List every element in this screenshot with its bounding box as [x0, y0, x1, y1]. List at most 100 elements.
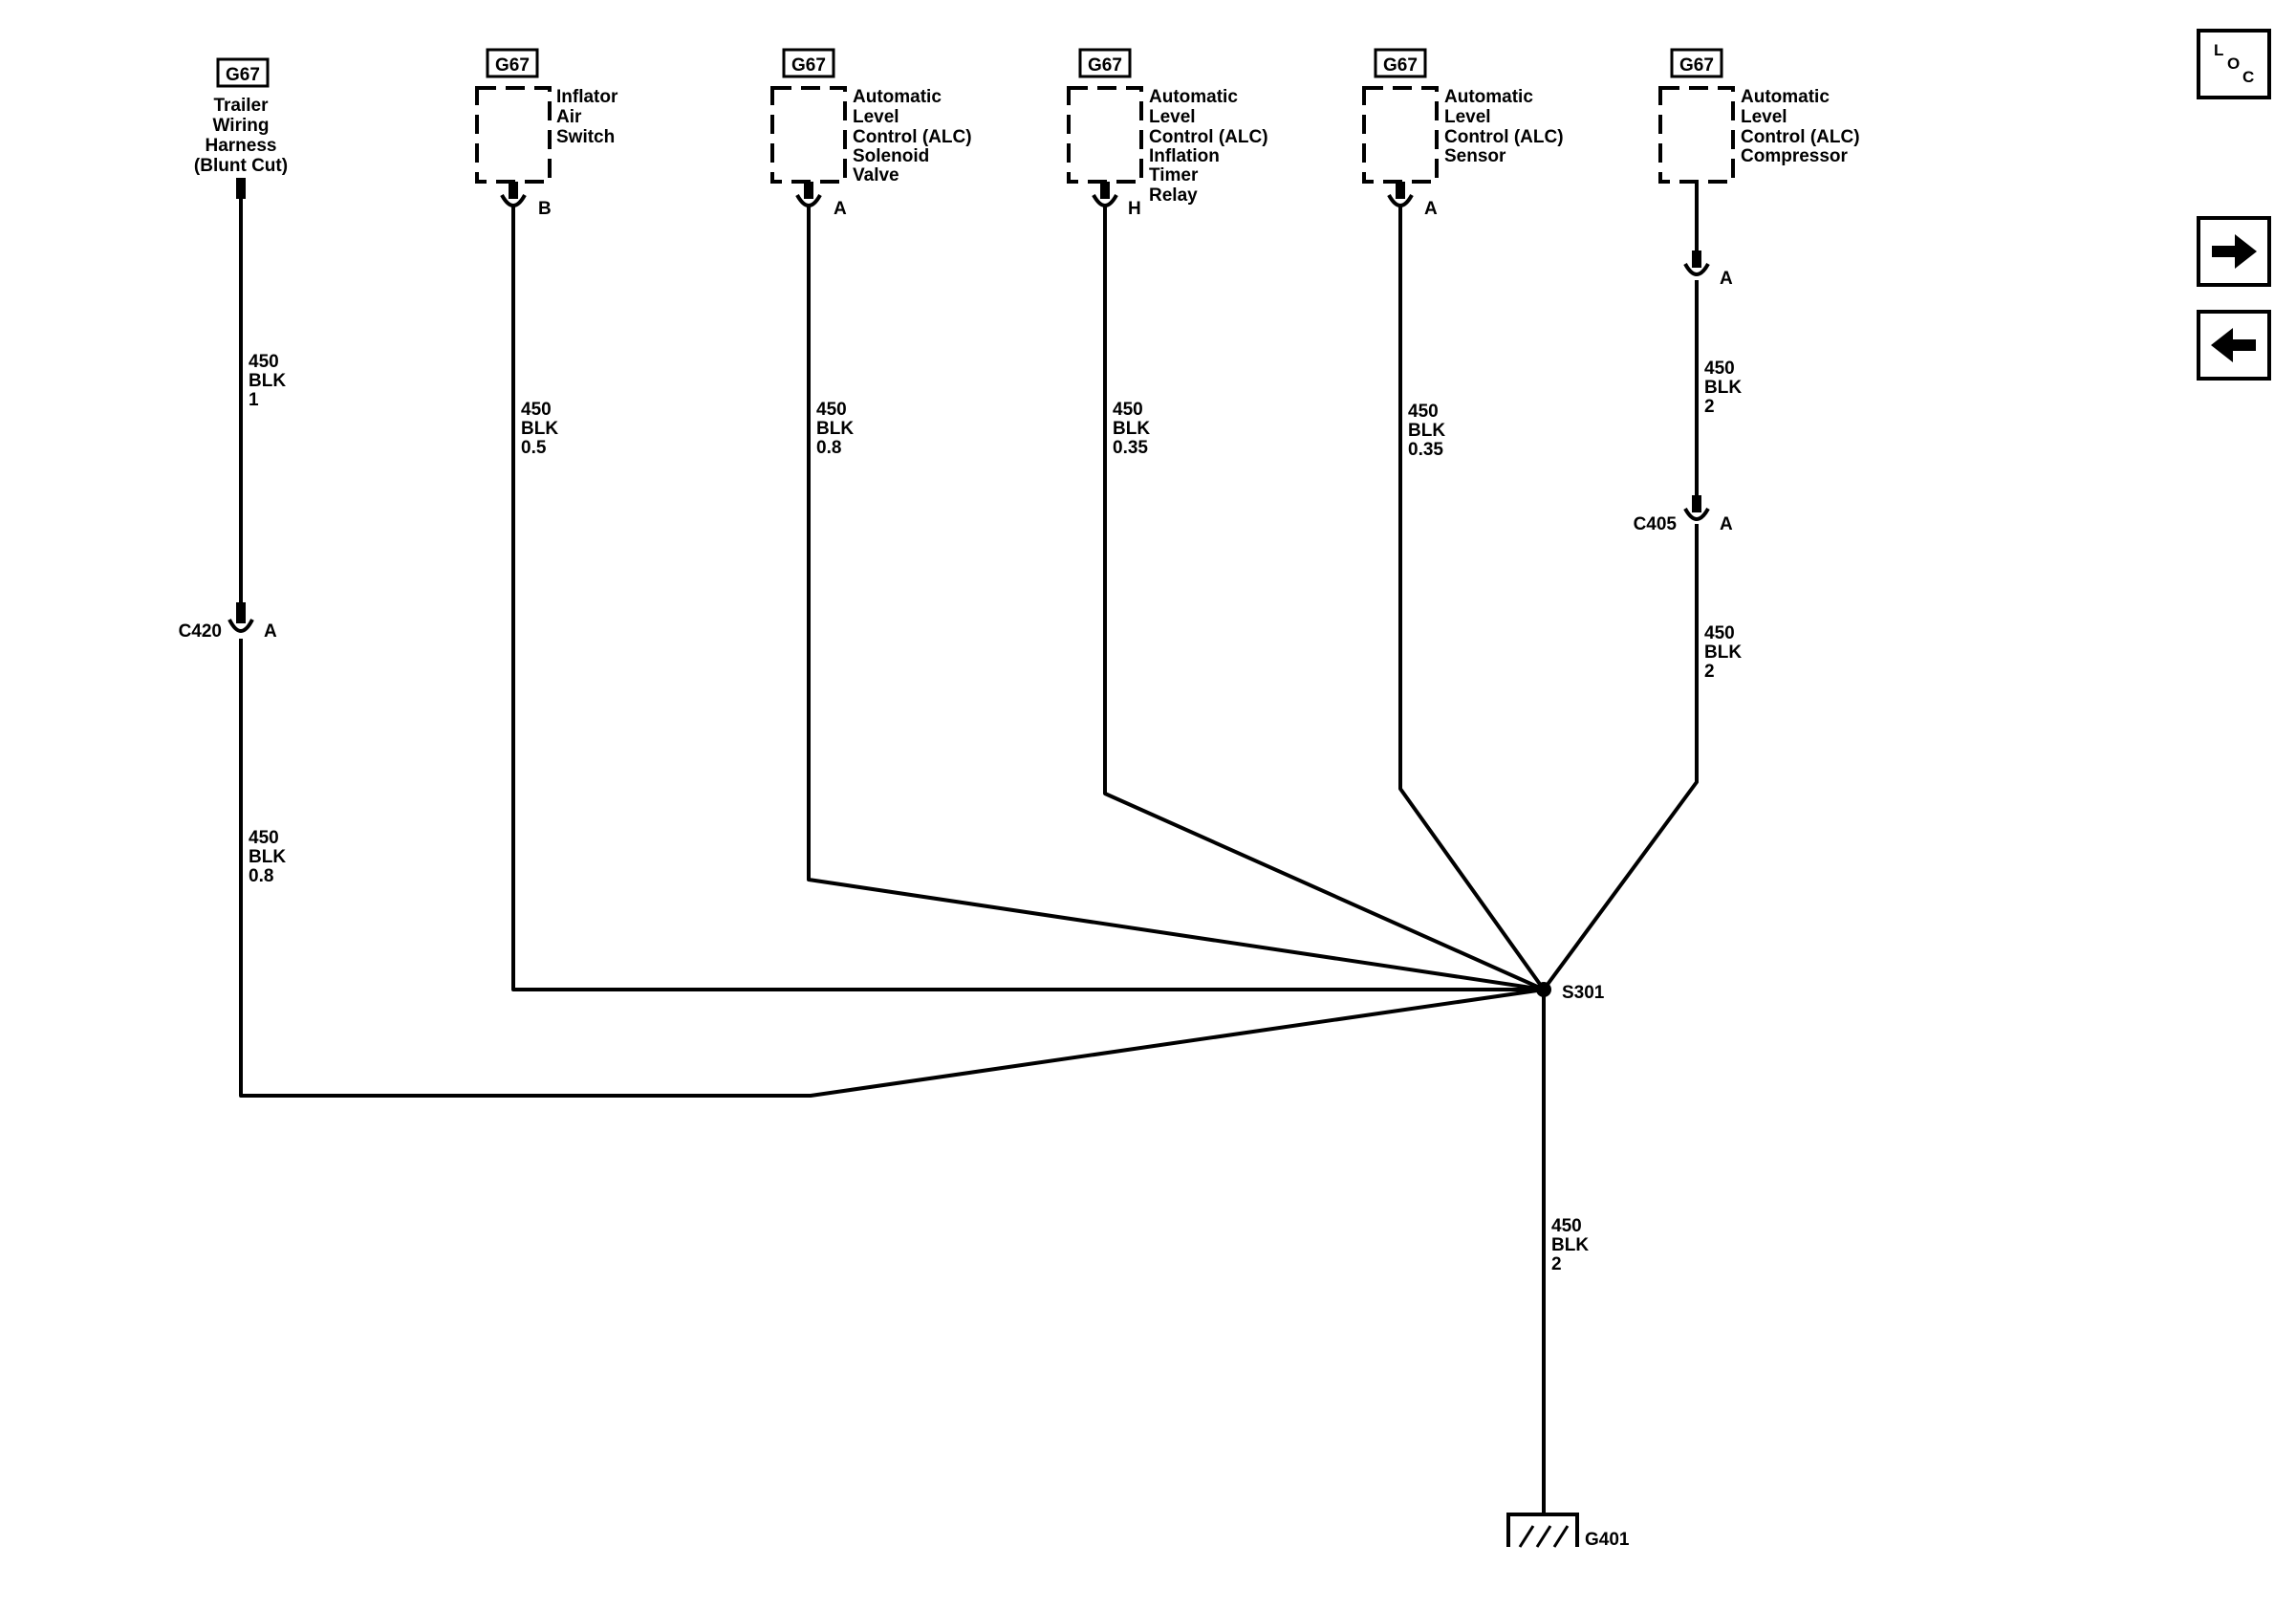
wire-label-2: 450 BLK 0.5 — [521, 400, 558, 458]
wire-color: BLK — [521, 419, 558, 439]
pin-label: B — [538, 199, 552, 219]
wire-solenoid-valve — [807, 207, 1545, 991]
splice-label: S301 — [1562, 983, 1605, 1003]
component-label-line: Control (ALC) — [853, 127, 972, 147]
component-box — [1362, 86, 1439, 184]
wire-size: 0.35 — [1113, 438, 1148, 458]
connector-symbol — [227, 619, 254, 633]
pin-stub — [236, 602, 246, 623]
connector-symbol — [795, 193, 822, 207]
pin-label: A — [1424, 199, 1438, 219]
wire-circuit: 450 — [249, 828, 279, 848]
pin-stub — [509, 182, 518, 199]
wire-size: 0.8 — [249, 866, 273, 886]
alc-compressor: G67 Automatic Level Control (ALC) Compre… — [1658, 48, 1860, 184]
alc-sensor: G67 Automatic Level Control (ALC) Sensor… — [1362, 48, 1564, 219]
component-label-line: Control (ALC) — [1444, 127, 1564, 147]
loc-letter: L — [2214, 41, 2223, 59]
connector-pin: A — [1720, 269, 1733, 289]
wire-label-3: 450 BLK 0.8 — [816, 400, 854, 458]
component-label-line: Level — [1741, 107, 1787, 127]
component-label-line: (Blunt Cut) — [194, 156, 288, 176]
component-label-line: Inflation — [1149, 146, 1220, 166]
alc-solenoid-valve: G67 Automatic Level Control (ALC) Soleno… — [770, 48, 972, 219]
location-button[interactable]: L O C — [2197, 29, 2271, 99]
component-label-line: Inflator — [556, 87, 618, 107]
blunt-cut-end — [236, 178, 246, 199]
component-label-line: Compressor — [1741, 146, 1849, 166]
component-box — [475, 86, 552, 184]
wire-color: BLK — [1704, 642, 1742, 663]
pin-stub — [1396, 182, 1405, 199]
pin-stub — [1100, 182, 1110, 199]
component-ref-box — [1670, 48, 1723, 78]
ground-label: G401 — [1585, 1530, 1630, 1550]
wire-label-5: 450 BLK 0.35 — [1408, 402, 1445, 460]
wire-circuit: 450 — [249, 352, 279, 372]
component-ref: G67 — [226, 65, 260, 85]
component-label-line: Sensor — [1444, 146, 1506, 166]
wire-circuit: 450 — [521, 400, 552, 420]
component-label-line: Harness — [206, 136, 277, 156]
connector-pin: A — [264, 621, 277, 642]
component-ref-box — [1374, 48, 1427, 78]
connector-symbol — [1387, 193, 1414, 207]
wire-circuit: 450 — [1113, 400, 1143, 420]
component-label-line: Automatic — [1741, 87, 1830, 107]
wire-label-1: 450 BLK 0.8 — [249, 828, 286, 886]
arrow-right-icon — [2212, 234, 2257, 269]
pin-label: H — [1128, 199, 1141, 219]
component-ref: G67 — [495, 55, 530, 76]
wire-label-7: 450 BLK 2 — [1704, 623, 1742, 682]
wire-circuit: 450 — [1704, 359, 1735, 379]
component-ref: G67 — [1383, 55, 1418, 76]
component-ref-box — [782, 48, 835, 78]
wire-circuit: 450 — [816, 400, 847, 420]
component-ref-box — [486, 48, 539, 78]
wire-color: BLK — [1551, 1235, 1589, 1255]
connector-c420: C420 A — [179, 602, 277, 642]
arrow-left-icon — [2211, 328, 2256, 362]
wire-color: BLK — [249, 371, 286, 391]
component-label-line: Level — [853, 107, 899, 127]
connector-name: C420 — [179, 621, 222, 642]
component-label-line: Wiring — [213, 116, 270, 136]
wire-label-4: 450 BLK 0.35 — [1113, 400, 1150, 458]
connector-symbol — [1683, 262, 1710, 276]
component-ref: G67 — [1088, 55, 1122, 76]
component-label-line: Control (ALC) — [1741, 127, 1860, 147]
next-page-button[interactable] — [2197, 216, 2271, 287]
splice-s301: S301 — [1536, 982, 1605, 1003]
wire-color: BLK — [1704, 378, 1742, 398]
wire-compressor-bottom — [1542, 524, 1699, 991]
component-label-line: Level — [1444, 107, 1491, 127]
component-label-line: Trailer — [213, 96, 269, 116]
pin-stub — [1692, 250, 1701, 268]
component-label-line: Solenoid — [853, 146, 929, 166]
connector-compressor-pin: A — [1683, 250, 1733, 289]
component-label-line: Air — [556, 107, 582, 127]
pin-label: A — [834, 199, 847, 219]
component-ref-box — [1078, 48, 1132, 78]
alc-inflation-timer-relay: G67 Automatic Level Control (ALC) Inflat… — [1067, 48, 1268, 219]
wire-size: 1 — [249, 390, 259, 410]
component-label-line: Control (ALC) — [1149, 127, 1268, 147]
connector-symbol — [1683, 507, 1710, 521]
connector-symbol — [500, 193, 527, 207]
wire-inflator-switch — [511, 207, 1544, 991]
previous-page-button[interactable] — [2197, 310, 2271, 381]
wire-timer-relay — [1103, 207, 1545, 991]
wire-size: 2 — [1551, 1254, 1562, 1274]
wire-c420-to-splice — [239, 639, 1545, 1098]
wire-color: BLK — [1113, 419, 1150, 439]
component-ref: G67 — [791, 55, 826, 76]
component-box — [1067, 86, 1143, 184]
component-label-line: Automatic — [853, 87, 942, 107]
wire-size: 2 — [1704, 397, 1715, 417]
component-label-line: Switch — [556, 127, 615, 147]
wire-label-6: 450 BLK 2 — [1704, 359, 1742, 417]
component-label-line: Automatic — [1149, 87, 1238, 107]
wire-size: 0.35 — [1408, 440, 1443, 460]
splice-dot — [1536, 982, 1551, 997]
